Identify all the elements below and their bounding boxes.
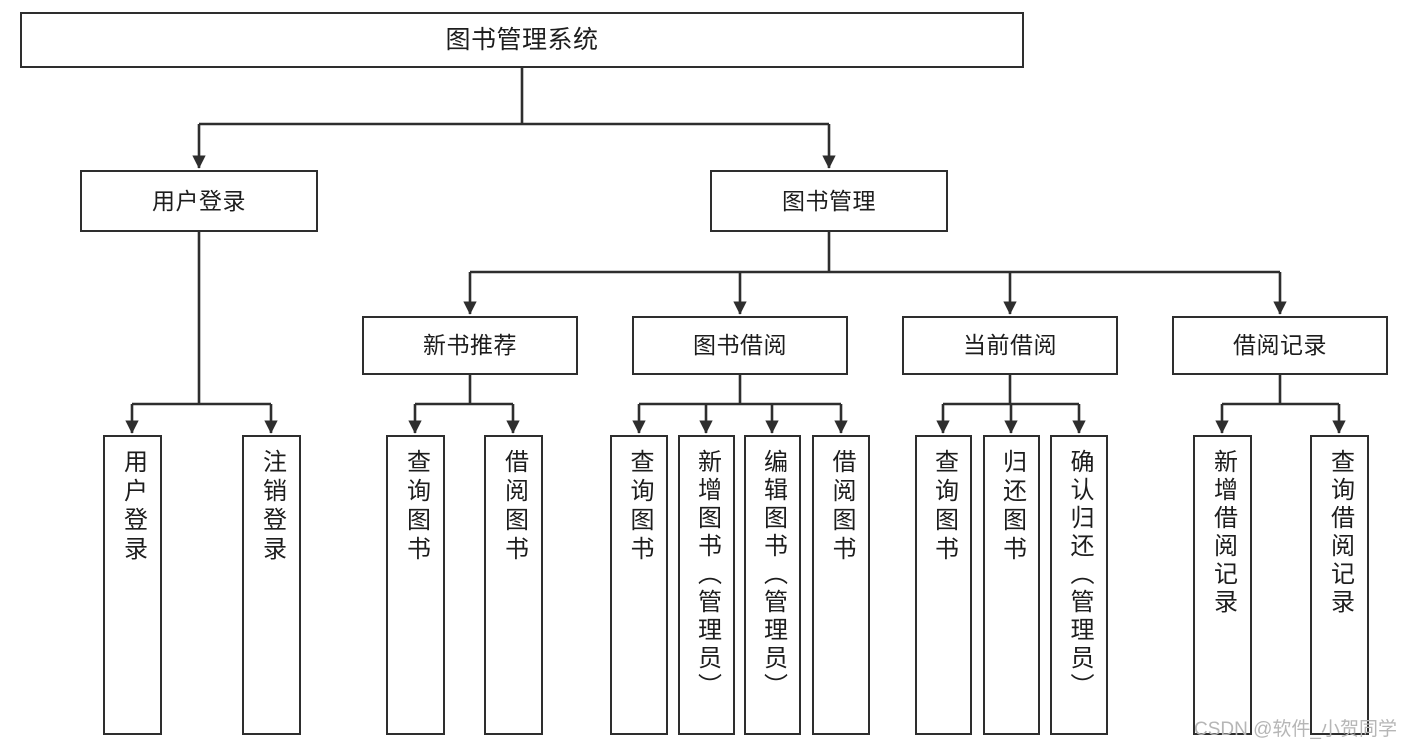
node-current-borrow-label: 当前借阅 — [963, 332, 1057, 359]
leaf-record-query-record-label: 查询借阅记录 — [1326, 449, 1354, 617]
leaf-borrow-borrow-book[interactable]: 借阅图书 — [812, 435, 870, 735]
node-borrow-record[interactable]: 借阅记录 — [1172, 316, 1388, 375]
leaf-newbook-borrow-book-label: 借阅图书 — [500, 449, 528, 565]
node-user-login[interactable]: 用户登录 — [80, 170, 318, 232]
leaf-user-logout-label: 注销登录 — [258, 449, 286, 565]
leaf-newbook-query-book[interactable]: 查询图书 — [386, 435, 445, 735]
node-book-management[interactable]: 图书管理 — [710, 170, 948, 232]
leaf-borrow-edit-book-admin[interactable]: 编辑图书（管理员） — [744, 435, 801, 735]
leaf-borrow-add-book-admin-label: 新增图书（管理员） — [693, 449, 721, 701]
leaf-record-query-record[interactable]: 查询借阅记录 — [1310, 435, 1369, 735]
csdn-watermark: CSDN @软件_小贺同学 — [1194, 719, 1397, 740]
leaf-borrow-edit-book-admin-label: 编辑图书（管理员） — [759, 449, 787, 701]
node-user-login-label: 用户登录 — [152, 187, 246, 214]
node-book-management-label: 图书管理 — [782, 187, 876, 214]
node-new-book-recommend-label: 新书推荐 — [423, 332, 517, 359]
leaf-borrow-query-book[interactable]: 查询图书 — [610, 435, 668, 735]
node-book-borrow[interactable]: 图书借阅 — [632, 316, 848, 375]
leaf-borrow-query-book-label: 查询图书 — [626, 449, 653, 565]
node-root[interactable]: 图书管理系统 — [20, 12, 1024, 68]
leaf-newbook-borrow-book[interactable]: 借阅图书 — [484, 435, 543, 735]
node-book-borrow-label: 图书借阅 — [693, 332, 787, 359]
leaf-user-login[interactable]: 用户登录 — [103, 435, 162, 735]
leaf-current-return-book[interactable]: 归还图书 — [983, 435, 1040, 735]
leaf-record-add-record[interactable]: 新增借阅记录 — [1193, 435, 1252, 735]
leaf-record-add-record-label: 新增借阅记录 — [1209, 449, 1237, 617]
leaf-current-query-book-label: 查询图书 — [930, 449, 958, 565]
leaf-current-confirm-return-admin-label: 确认归还（管理员） — [1066, 449, 1093, 701]
leaf-user-login-label: 用户登录 — [119, 449, 147, 565]
leaf-current-confirm-return-admin[interactable]: 确认归还（管理员） — [1050, 435, 1108, 735]
node-current-borrow[interactable]: 当前借阅 — [902, 316, 1118, 375]
leaf-current-return-book-label: 归还图书 — [998, 449, 1026, 565]
leaf-newbook-query-book-label: 查询图书 — [402, 449, 430, 565]
leaf-user-logout[interactable]: 注销登录 — [242, 435, 301, 735]
leaf-current-query-book[interactable]: 查询图书 — [915, 435, 972, 735]
leaf-borrow-borrow-book-label: 借阅图书 — [828, 449, 855, 565]
node-root-label: 图书管理系统 — [445, 25, 599, 54]
node-borrow-record-label: 借阅记录 — [1233, 332, 1327, 359]
leaf-borrow-add-book-admin[interactable]: 新增图书（管理员） — [678, 435, 735, 735]
node-new-book-recommend[interactable]: 新书推荐 — [362, 316, 578, 375]
